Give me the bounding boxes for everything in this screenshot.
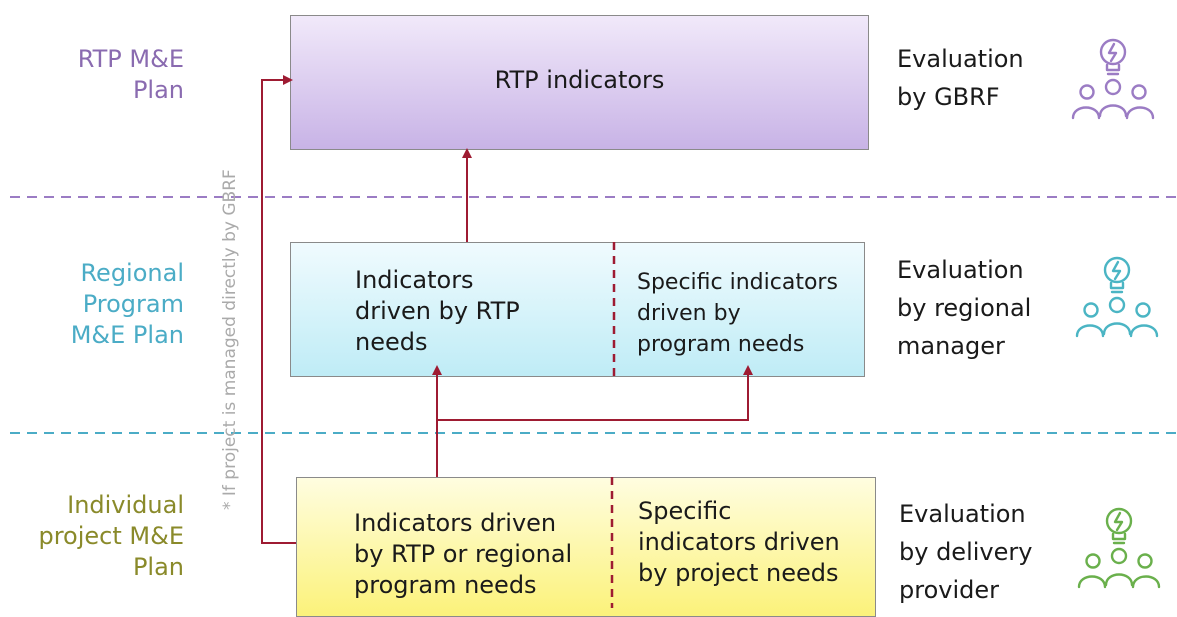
level-label-regional: Regional Program M&E Plan [70,259,184,349]
evaluation-regional: Evaluation by regional manager [897,256,1032,360]
project-left-label: Indicators driven by RTP or regional pro… [354,509,573,599]
side-note: * If project is managed directly by GBRF [220,169,240,510]
regional-plan-box: Indicators driven by RTP needs Specific … [290,242,865,377]
level-label-project: Individual project M&E Plan [38,491,184,581]
regional-left-label: Indicators driven by RTP needs [355,266,520,356]
regional-right-label: Specific indicators driven by program ne… [637,270,838,357]
evaluation-rtp: Evaluation by GBRF [897,45,1024,111]
evaluation-project: Evaluation by delivery provider [899,500,1033,604]
project-plan-box: Indicators driven by RTP or regional pro… [296,477,876,617]
project-right-label: Specific indicators driven by project ne… [638,497,840,587]
team-idea-icon [1063,36,1163,120]
rtp-indicators-box: RTP indicators [290,15,869,150]
arrow-project-direct-to-rtp [261,75,296,544]
arrow-project-to-regional-right [437,365,753,421]
team-idea-icon [1067,254,1167,338]
team-idea-icon [1069,505,1169,589]
rtp-indicators-label: RTP indicators [494,66,665,94]
level-label-rtp: RTP M&E Plan [77,45,184,104]
